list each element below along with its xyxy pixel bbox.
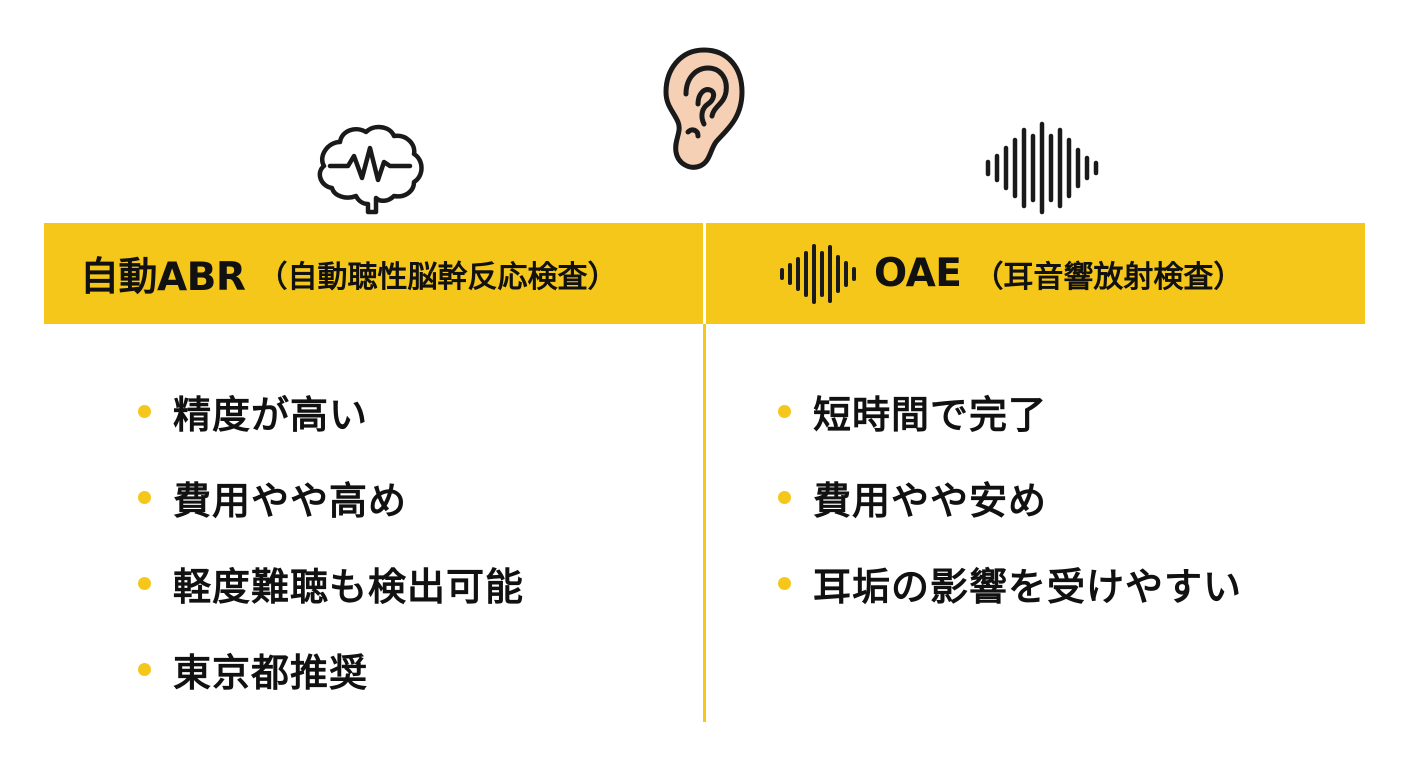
feature-text: 耳垢の影響を受けやすい [813,564,1243,609]
feature-text: 費用やや高め [173,478,408,523]
ear-icon [663,47,745,170]
feature-text: 東京都推奨 [173,650,369,695]
bullet-icon [778,576,791,590]
column-divider [703,324,706,722]
list-item: 精度が高い [138,368,524,454]
feature-text: 費用やや安め [813,478,1048,523]
list-item: 費用やや安め [778,454,1242,540]
abr-heading: 自動ABR （自動聴性脳幹反応検査） [80,223,617,324]
list-item: 費用やや高め [138,454,524,540]
brain-waveform-icon [317,124,424,215]
oae-feature-list: 短時間で完了 費用やや安め 耳垢の影響を受けやすい [778,368,1242,626]
feature-text: 軽度難聴も検出可能 [173,564,525,609]
bullet-icon [138,576,151,590]
oae-subtitle: （耳音響放射検査） [973,259,1244,295]
bullet-icon [778,404,791,418]
oae-title: OAE [874,251,962,296]
bullet-icon [778,490,791,504]
sound-wave-icon [780,243,856,304]
abr-title: 自動ABR [80,254,246,300]
list-item: 耳垢の影響を受けやすい [778,540,1242,626]
feature-text: 精度が高い [173,392,369,437]
bullet-icon [138,662,151,676]
header-divider [703,223,706,324]
bullet-icon [138,404,151,418]
bullet-icon [138,490,151,504]
list-item: 短時間で完了 [778,368,1242,454]
abr-subtitle: （自動聴性脳幹反応検査） [257,259,618,295]
list-item: 軽度難聴も検出可能 [138,540,524,626]
list-item: 東京都推奨 [138,626,524,712]
feature-text: 短時間で完了 [813,392,1048,437]
abr-feature-list: 精度が高い 費用やや高め 軽度難聴も検出可能 東京都推奨 [138,368,524,712]
oae-heading: OAE （耳音響放射検査） [778,223,1243,324]
sound-wave-icon [985,121,1099,215]
